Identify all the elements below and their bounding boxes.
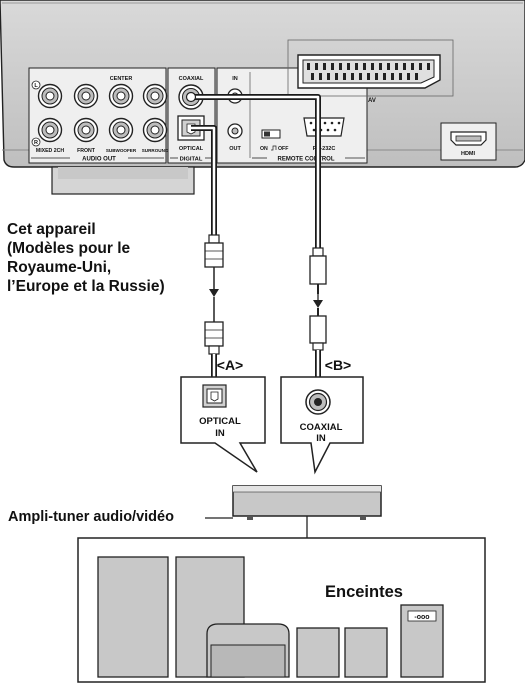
remote-out-label: OUT xyxy=(229,146,241,152)
coaxial-in-jack xyxy=(305,389,331,415)
jack-mixed-r xyxy=(37,117,63,143)
speaker-subwoofer: -ooo xyxy=(400,604,444,678)
coaxial-in-callout: COAXIAL IN xyxy=(280,376,364,475)
optical-in-callout: OPTICAL IN xyxy=(180,376,266,473)
audio-out-label: AUDIO OUT xyxy=(82,157,116,163)
marker-right: R xyxy=(34,140,38,146)
remote-control-label: REMOTE CONTROL xyxy=(278,157,335,163)
speaker-surround-right xyxy=(344,627,388,678)
connector-b-label: <B> xyxy=(325,357,351,373)
jack-subwoofer xyxy=(108,117,134,143)
marker-left: L xyxy=(34,83,38,89)
optical-in-label-1: OPTICAL xyxy=(199,416,241,427)
switch-on-label: ON xyxy=(260,146,268,152)
digital-label: DIGITAL xyxy=(180,157,203,163)
optical-out-jack xyxy=(177,115,205,141)
coaxial-label: COAXIAL xyxy=(179,76,204,82)
av-label: AV xyxy=(368,98,376,104)
switch-off-label: OFF xyxy=(278,146,288,152)
optical-in-port xyxy=(202,384,227,408)
center-label: CENTER xyxy=(110,76,133,82)
speakers-label: Enceintes xyxy=(325,583,403,601)
remote-control-panel: IN OUT ON OFF RS-232C xyxy=(216,67,368,164)
digital-panel: COAXIAL OPTICAL DIGITAL xyxy=(167,67,216,164)
label-surround: SURROUND xyxy=(142,148,169,153)
audio-out-panel: CENTER xyxy=(28,67,169,164)
rs232c-port xyxy=(303,117,345,137)
hdmi-port: HDMI xyxy=(440,122,497,161)
av-receiver xyxy=(232,485,382,520)
jack-surround-l xyxy=(142,83,168,109)
device-caption-line: Cet appareil xyxy=(7,221,96,238)
label-front: FRONT xyxy=(77,148,96,154)
amplifier-label: Ampli-tuner audio/vidéo xyxy=(8,509,174,525)
remote-out-jack xyxy=(227,123,243,139)
jack-center xyxy=(108,83,134,109)
jack-front-r xyxy=(73,117,99,143)
label-subwoofer: SUBWOOFER xyxy=(106,148,137,153)
subwoofer-terminal-text: -ooo xyxy=(414,614,429,621)
speaker-center xyxy=(206,623,290,678)
coaxial-in-label-1: COAXIAL xyxy=(300,422,343,433)
coaxial-in-label-2: IN xyxy=(316,433,326,444)
rs232c-label: RS-232C xyxy=(313,146,336,152)
device-caption-line: l’Europe et la Russie) xyxy=(7,278,165,295)
jack-front-l xyxy=(73,83,99,109)
speakers: -ooo xyxy=(97,556,444,678)
jack-surround-r xyxy=(142,117,168,143)
optical-in-label-2: IN xyxy=(215,428,225,439)
speaker-front-left xyxy=(97,556,169,678)
device-caption-line: (Modèles pour le xyxy=(7,240,131,257)
jack-mixed-l xyxy=(37,83,63,109)
remote-switch xyxy=(261,129,281,139)
speaker-surround-left xyxy=(296,627,340,678)
device-caption-line: Royaume-Uni, xyxy=(7,259,112,276)
remote-in-label: IN xyxy=(232,76,238,82)
device-caption: Cet appareil (Modèles pour le Royaume-Un… xyxy=(7,220,247,296)
connector-a-label: <A> xyxy=(217,357,243,373)
coaxial-cable xyxy=(185,91,327,398)
hdmi-label: HDMI xyxy=(461,151,476,157)
av-scart-connector: AV xyxy=(287,39,454,104)
label-mixed-2ch: MIXED 2CH xyxy=(36,148,65,154)
optical-label: OPTICAL xyxy=(179,146,204,152)
